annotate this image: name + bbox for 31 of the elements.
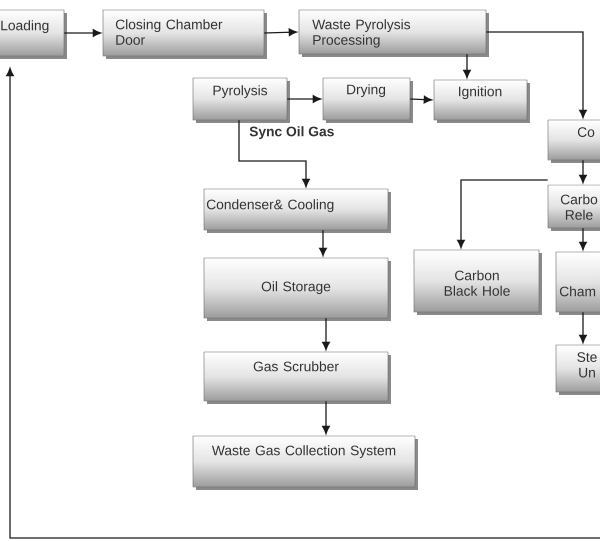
arrow [322, 401, 330, 434]
process-box: Pyrolysis [192, 78, 290, 123]
arrow [287, 95, 322, 103]
process-box: Ignition [434, 80, 530, 123]
process-box: Carbo Rele [548, 184, 600, 231]
arrow [64, 29, 102, 37]
process-box: Waste Pyrolysis Processing [298, 10, 489, 57]
process-box: Closing Chamber Door [102, 10, 267, 59]
process-box: Waste Gas Collection System [192, 436, 418, 490]
process-box: Condenser& Cooling [204, 188, 391, 233]
arrow [319, 230, 327, 256]
arrow [6, 68, 600, 539]
arrow [579, 160, 587, 184]
arrow [463, 54, 471, 78]
process-box: Co [548, 120, 600, 163]
arrow [486, 31, 587, 118]
process-box: Carbon Black Hole [414, 250, 542, 315]
arrow [579, 312, 587, 344]
arrow [322, 318, 330, 350]
process-box: Gas Scrubber [204, 352, 391, 404]
process-box: Drying [322, 78, 413, 123]
arrow [264, 28, 298, 36]
arrow [410, 96, 432, 104]
edge-label: Sync Oil Gas [248, 125, 336, 140]
process-box: Oil Storage [204, 258, 391, 321]
arrow [457, 179, 548, 248]
process-box: Loading [0, 10, 67, 59]
process-box: Ste Un [556, 344, 600, 395]
arrow [238, 120, 310, 188]
arrow [579, 228, 587, 250]
process-box: Cham [556, 252, 600, 315]
